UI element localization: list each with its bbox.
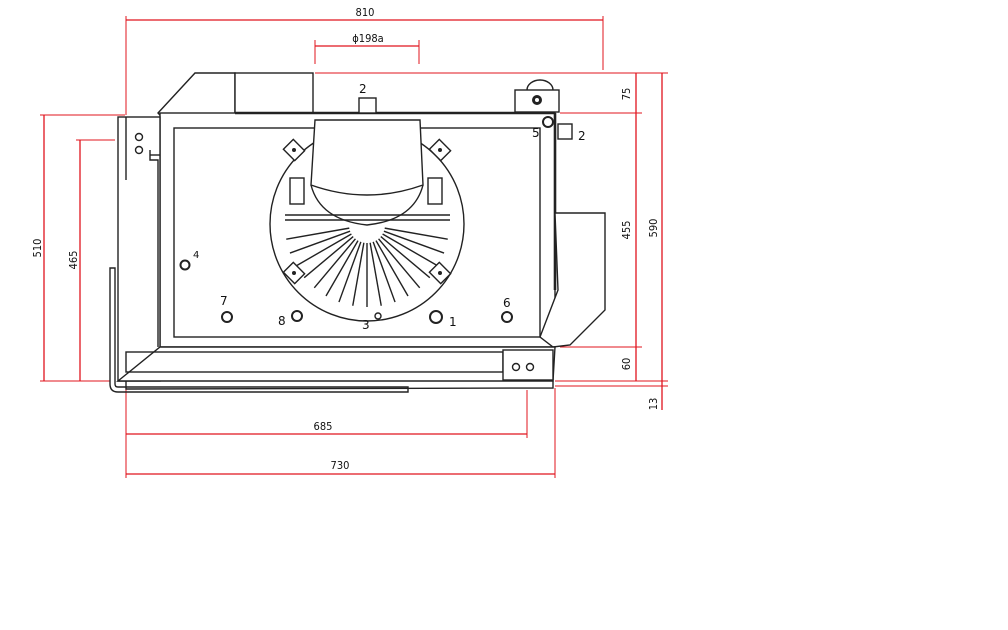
dimension-label: 685 [314, 420, 333, 433]
hole-4 [179, 259, 191, 271]
dimension-label: ϕ198a [352, 32, 383, 45]
hole-6 [501, 311, 513, 323]
fan-spoke [375, 240, 409, 297]
dimension-label: 730 [331, 459, 350, 472]
fan-spoke [289, 230, 351, 254]
fan-spoke [378, 238, 421, 289]
hole-5 [542, 116, 554, 128]
label-hole-5: 5 [532, 126, 540, 140]
fan-hood [310, 119, 424, 196]
bottom-right-box [502, 349, 554, 381]
port-right [557, 123, 573, 140]
hole-3 [374, 312, 382, 320]
fan-spoke [295, 233, 352, 267]
dimension-label: 510 [31, 239, 44, 258]
dimension-label: 60 [620, 358, 633, 371]
label-hole-3: 3 [362, 318, 370, 332]
label-port-top: 2 [359, 82, 367, 96]
fan-spoke [382, 233, 439, 267]
fan-spoke [313, 238, 356, 289]
fan-spoke [384, 227, 448, 240]
dimension-label: 13 [647, 398, 660, 411]
left-profile [117, 116, 161, 382]
hole-8 [291, 310, 303, 322]
base-bar [109, 267, 409, 393]
fan-spoke [303, 236, 354, 279]
dimension-label: 455 [620, 221, 633, 240]
dimension-label: 465 [67, 251, 80, 270]
label-hole-1: 1 [449, 315, 457, 329]
label-hole-7: 7 [220, 294, 228, 308]
hole-7 [221, 311, 233, 323]
holes [179, 116, 554, 324]
dimension-label: 75 [620, 88, 633, 101]
dimension-bottom-chain: 685 730 [125, 382, 556, 478]
label-hole-6: 6 [503, 296, 511, 310]
label-port-right: 2 [578, 129, 586, 143]
fan-spoke [286, 227, 350, 240]
dimension-diameter: ϕ198a [314, 32, 420, 64]
right-duct [539, 212, 606, 348]
port-top [358, 97, 377, 114]
fan-spoke [380, 236, 431, 279]
dimension-label: 590 [647, 219, 660, 238]
fan-spoke [325, 240, 359, 297]
fan-spoke [338, 241, 362, 303]
fan-spokes [286, 227, 448, 307]
label-hole-8: 8 [278, 314, 286, 328]
label-hole-4: 4 [193, 250, 199, 261]
top-tube [234, 72, 314, 114]
dimension-label: 810 [356, 6, 375, 19]
fan-spoke [372, 241, 396, 303]
dimension-left-chain: 510 465 [31, 114, 125, 382]
hole-labels: 2 2 4 7 8 3 1 6 5 [193, 82, 586, 332]
hole-1 [429, 310, 443, 324]
fan-spoke [383, 230, 445, 254]
dimension-right-chain: 75 455 60 590 13 [315, 72, 668, 411]
fan-mount-tabs [282, 138, 452, 285]
fan-assembly [269, 119, 465, 322]
dimension-overall-width: 810 [125, 6, 604, 115]
fan-spoke [369, 242, 382, 306]
fan-spoke [352, 242, 365, 306]
